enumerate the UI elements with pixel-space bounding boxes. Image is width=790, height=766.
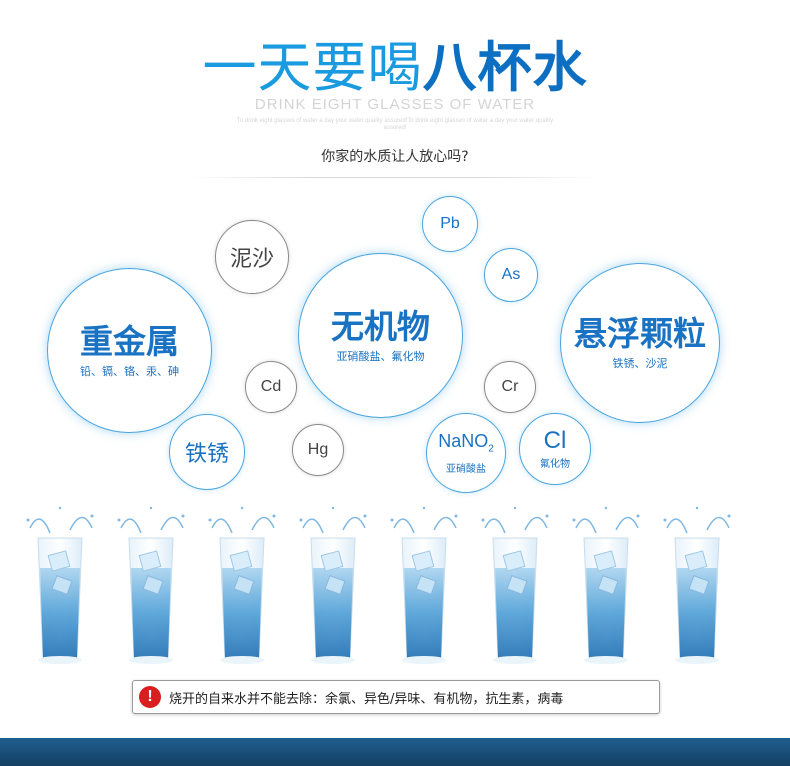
- exclamation-icon: !: [139, 686, 161, 708]
- water-glasses-illustration: [26, 506, 732, 665]
- tiny-caption: To drink eight glasses of water a day yo…: [236, 118, 554, 131]
- water-glass: [26, 506, 94, 664]
- nano2-sub: 亚硝酸盐: [446, 464, 486, 476]
- bubble-heavy-metal-sub: 铅、镉、铬、汞、砷: [80, 364, 179, 378]
- header-divider: [190, 177, 600, 178]
- bubble-particles: 悬浮颗粒 铁锈、沙泥: [560, 263, 720, 423]
- bubble-cd: Cd: [245, 361, 297, 413]
- cl-symbol: Cl: [543, 426, 567, 454]
- bubble-inorganic-sub: 亚硝酸盐、氟化物: [336, 349, 425, 363]
- bubble-inorganic-title: 无机物: [331, 306, 430, 346]
- footer-bar: [0, 738, 790, 766]
- subtitle-english: DRINK EIGHT GLASSES OF WATER: [254, 96, 536, 113]
- bubble-particles-sub: 铁锈、沙泥: [612, 357, 668, 370]
- notice-text: 烧开的自来水并不能去除：余氯、异色/异味、有机物，抗生素，病毒: [169, 691, 564, 707]
- title-bold: 八杯水: [422, 36, 588, 99]
- bubble-heavy-metal-title: 重金属: [80, 321, 179, 361]
- bubble-pb: Pb: [422, 196, 478, 252]
- bubble-particles-title: 悬浮颗粒: [574, 314, 706, 353]
- bubble-cl: Cl 氟化物: [519, 413, 591, 485]
- nano2-formula: NaNO2: [438, 431, 494, 460]
- cl-sub: 氟化物: [540, 458, 570, 470]
- page-title: 一天要喝八杯水: [0, 38, 790, 98]
- bubble-as: As: [484, 248, 538, 302]
- bubble-mud: 泥沙: [215, 220, 289, 294]
- bubble-rust: 铁锈: [169, 414, 245, 490]
- nano2-subscript: 2: [488, 443, 494, 455]
- bubble-nano2: NaNO2 亚硝酸盐: [426, 413, 506, 493]
- bubble-cr: Cr: [484, 361, 536, 413]
- notice-box: ! 烧开的自来水并不能去除：余氯、异色/异味、有机物，抗生素，病毒: [132, 680, 660, 714]
- title-light: 一天要喝: [202, 36, 423, 99]
- bubble-hg: Hg: [292, 424, 344, 476]
- nano2-formula-main: NaNO: [438, 430, 489, 451]
- bubble-inorganic: 无机物 亚硝酸盐、氟化物: [298, 253, 463, 418]
- quality-question: 你家的水质让人放心吗?: [321, 149, 469, 165]
- bubble-heavy-metal: 重金属 铅、镉、铬、汞、砷: [47, 268, 212, 433]
